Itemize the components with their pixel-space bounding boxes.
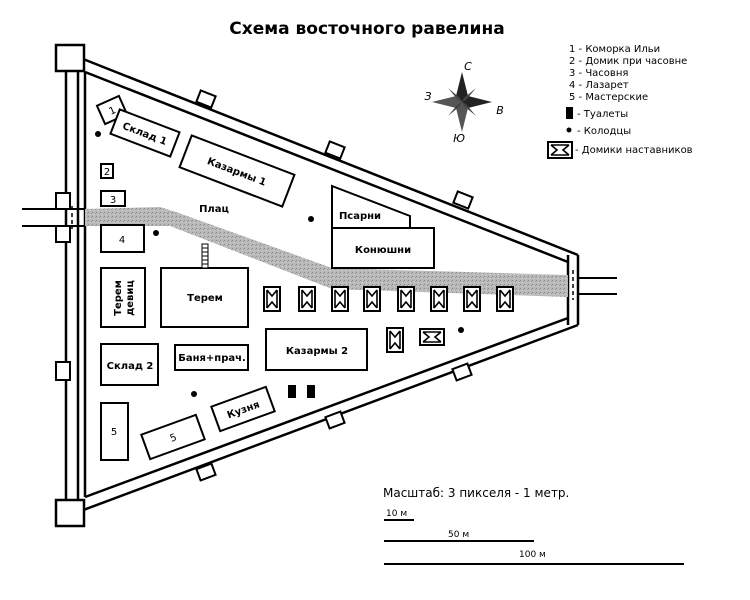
svg-text:Баня+прач.: Баня+прач. bbox=[178, 353, 246, 364]
svg-text:Терем: Терем bbox=[113, 280, 124, 316]
well-legend-icon bbox=[566, 127, 572, 133]
legend-item-5: 5 - Мастерские bbox=[569, 92, 648, 103]
scale-100m-label: 100 м bbox=[519, 550, 546, 560]
scale-caption: Масштаб: 3 пикселя - 1 метр. bbox=[383, 486, 569, 500]
chapel-3: 3 bbox=[100, 190, 126, 207]
workshop-5a: 5 bbox=[100, 402, 129, 461]
legend-item-4: 4 - Лазарет bbox=[569, 80, 629, 91]
compass-north: С bbox=[464, 60, 472, 73]
infirmary-4: 4 bbox=[100, 224, 145, 253]
gate-roads bbox=[22, 208, 617, 295]
workshop-5b: 5 bbox=[140, 413, 206, 461]
parade-ground-label: Плац bbox=[199, 204, 229, 215]
kennels: Псарни bbox=[331, 184, 411, 229]
compass-rose: С З В Ю bbox=[424, 60, 503, 145]
corner-towers bbox=[54, 43, 86, 528]
terem-ladder bbox=[201, 243, 209, 269]
barracks-2: Казармы 2 bbox=[265, 328, 368, 371]
smithy: Кузня bbox=[210, 385, 276, 433]
bathhouse-laundry: Баня+прач. bbox=[174, 344, 249, 371]
gate-openings bbox=[71, 206, 574, 300]
svg-text:2: 2 bbox=[104, 167, 110, 178]
svg-text:3: 3 bbox=[110, 195, 116, 206]
compass-south: Ю bbox=[453, 132, 465, 145]
legend-item-1: 1 - Коморка Ильи bbox=[569, 44, 660, 55]
svg-text:Казармы 2: Казармы 2 bbox=[286, 346, 348, 357]
compass-east: В bbox=[496, 104, 504, 117]
barracks-1: Казармы 1 bbox=[178, 134, 296, 208]
toilets bbox=[288, 385, 315, 398]
maidens-tower: Терем девиц bbox=[100, 267, 146, 328]
legend-item-2: 2 - Домик при часовне bbox=[569, 56, 687, 67]
parade-ground bbox=[85, 207, 568, 297]
legend-mentor-houses: - Домики наставников bbox=[575, 145, 693, 156]
compass-west: З bbox=[424, 90, 431, 103]
svg-text:5: 5 bbox=[111, 427, 117, 438]
svg-text:Псарни: Псарни bbox=[339, 211, 381, 222]
scale-50m-label: 50 м bbox=[448, 530, 469, 540]
svg-text:девиц: девиц bbox=[125, 280, 136, 316]
svg-text:Конюшни: Конюшни bbox=[355, 245, 411, 256]
scale-10m-label: 10 м bbox=[386, 509, 407, 519]
wall-bastions bbox=[55, 89, 474, 482]
wells bbox=[95, 131, 464, 397]
map-title: Схема восточного равелина bbox=[229, 19, 504, 39]
mentor-house-legend-icon bbox=[547, 141, 573, 159]
tower-terem: Терем bbox=[160, 267, 249, 328]
warehouse-1: Склад 1 bbox=[109, 108, 181, 158]
legend-wells: - Колодцы bbox=[577, 126, 631, 137]
toilet-legend-icon bbox=[566, 107, 573, 119]
svg-text:Склад 2: Склад 2 bbox=[107, 361, 154, 372]
building-2: 2 bbox=[100, 163, 114, 179]
svg-text:5: 5 bbox=[169, 432, 179, 445]
svg-text:4: 4 bbox=[119, 235, 125, 246]
legend-item-3: 3 - Часовня bbox=[569, 68, 628, 79]
svg-text:1: 1 bbox=[107, 105, 117, 118]
stables: Конюшни bbox=[331, 227, 435, 269]
legend-toilets: - Туалеты bbox=[577, 109, 628, 120]
svg-text:Терем: Терем bbox=[187, 293, 223, 304]
warehouse-2: Склад 2 bbox=[100, 343, 159, 386]
scale-bar: Масштаб: 3 пикселя - 1 метр. 10 м 50 м 1… bbox=[383, 486, 684, 565]
legend: 1 - Коморка Ильи 2 - Домик при часовне 3… bbox=[547, 44, 693, 159]
mentor-houses bbox=[263, 286, 514, 353]
